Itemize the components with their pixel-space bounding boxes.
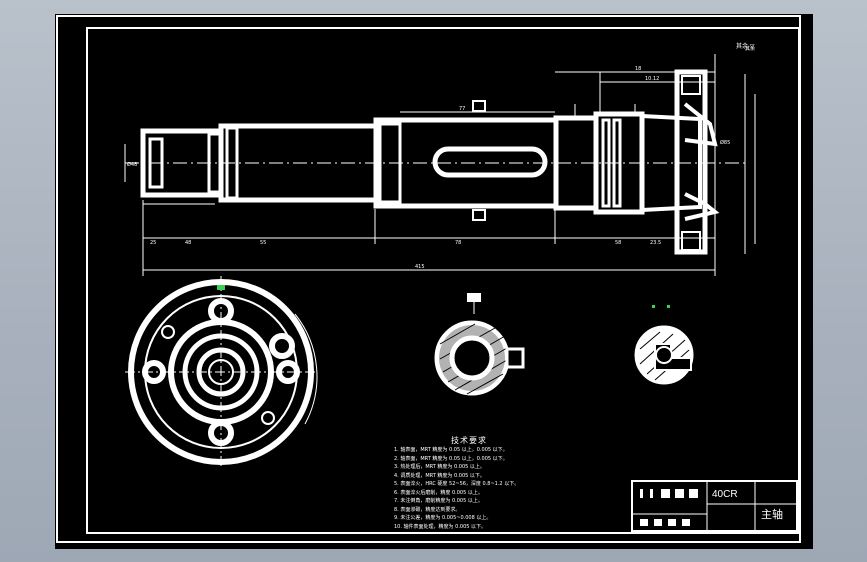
keyway-slot (432, 146, 548, 178)
svg-text:78: 78 (455, 240, 461, 246)
note-line: 6. 表面淬火后磨削，精度 0.005 以上。 (394, 489, 483, 496)
drawing-viewport[interactable]: 25 48 55 78 58 23.5 415 18 10.12 77 Ø48 Ø85 其余 (55, 14, 813, 549)
svg-text:18: 18 (635, 66, 641, 72)
svg-text:Ø85: Ø85 (720, 139, 730, 146)
svg-text:58: 58 (615, 240, 621, 246)
note-line: 2. 轴表面，MRT 精度为 0.05 以上，0.005 以下。 (394, 455, 508, 462)
note-line: 9. 未注公差，精度为 0.005~0.008 以上。 (394, 515, 492, 521)
section-view-a (434, 293, 525, 396)
svg-text:48: 48 (185, 240, 191, 246)
inner-border (86, 27, 800, 534)
note-line: 5. 表面淬火，HRC 硬度 52~56，深度 0.8~1.2 以下。 (394, 481, 520, 487)
svg-text:55: 55 (260, 240, 266, 246)
svg-text:Ø48: Ø48 (127, 161, 137, 168)
flange-end-view (125, 276, 318, 468)
surface-finish-note: 其余 ▽ (736, 43, 755, 50)
part-name-label: 主轴 (761, 508, 783, 521)
notes-list: 1. 轴表面，MRT 精度为 0.05 以上，0.005 以下。 2. 轴表面，… (394, 446, 519, 531)
svg-text:10.12: 10.12 (645, 76, 659, 82)
note-line: 10. 轴件表面处理，精度为 0.005 以下。 (394, 523, 487, 530)
svg-text:其余: 其余 (745, 45, 755, 52)
svg-text:77: 77 (459, 106, 465, 112)
note-line: 1. 轴表面，MRT 精度为 0.05 以上，0.005 以下。 (394, 447, 508, 453)
svg-text:415: 415 (415, 264, 425, 270)
shaft-elevation: 25 48 55 78 58 23.5 415 18 10.12 77 Ø48 Ø85 其余 (124, 45, 756, 276)
note-line: 3. 热处理后，MRT 精度为 0.005 以上。 (394, 464, 485, 470)
notes-heading: 技术要求 (451, 436, 487, 445)
cad-drawing: 25 48 55 78 58 23.5 415 18 10.12 77 Ø48 Ø85 其余 (56, 15, 801, 543)
green-marker (217, 285, 225, 290)
svg-text:25: 25 (150, 240, 156, 246)
note-line: 7. 未注倒角，磨削精度为 0.005 以上。 (394, 498, 483, 504)
material-label: 40CR (712, 489, 738, 500)
note-line: 8. 表面渗碳，精度达到要求。 (394, 506, 461, 513)
note-line: 4. 调质处理，MRT 精度为 0.005 以下。 (394, 472, 485, 479)
svg-text:23.5: 23.5 (650, 240, 661, 246)
title-block (631, 480, 798, 532)
section-view-b (634, 305, 694, 385)
